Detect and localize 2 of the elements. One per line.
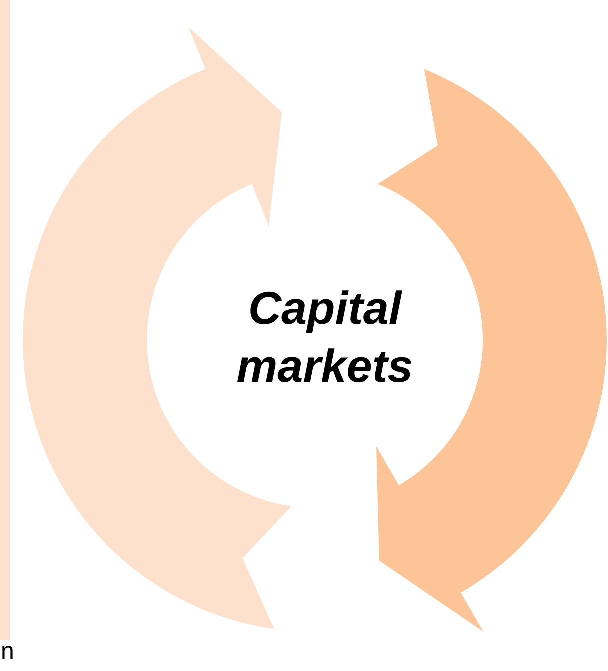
center-label: Capital markets [236, 281, 414, 394]
text-fragment: n [1, 640, 14, 664]
